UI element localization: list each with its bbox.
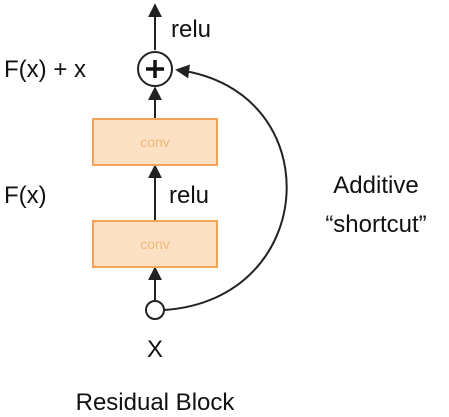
conv-layer-top-label: conv xyxy=(140,134,170,150)
shortcut-arrow xyxy=(163,64,288,311)
sum-node xyxy=(137,51,173,87)
input-label: X xyxy=(147,336,163,363)
conv-layer-top: conv xyxy=(92,118,218,166)
top-relu-label: relu xyxy=(171,16,211,43)
residual-label: F(x) xyxy=(4,182,47,209)
sum-label: F(x) + x xyxy=(4,56,86,83)
shortcut-label-line2: “shortcut” xyxy=(325,211,426,238)
conv-layer-bottom: conv xyxy=(92,220,218,268)
input-node xyxy=(145,300,165,320)
caption: Residual Block xyxy=(76,389,236,416)
shortcut-label-line1: Additive xyxy=(333,172,418,199)
mid-relu-label: relu xyxy=(169,182,209,209)
conv-layer-bottom-label: conv xyxy=(140,236,170,252)
